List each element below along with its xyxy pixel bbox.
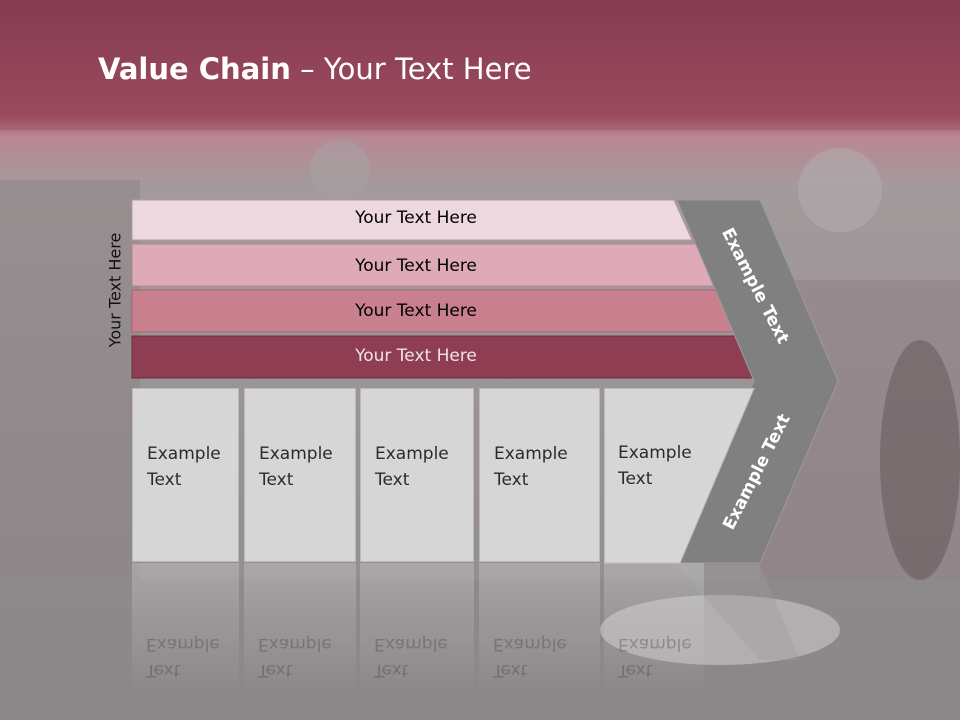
refl-2-line1: Example [258, 634, 332, 654]
chevron-reflection [677, 566, 800, 660]
bar-1-label: Your Text Here [355, 208, 477, 228]
refl-4-line2: Text [493, 660, 528, 680]
title-bold: Value Chain [98, 52, 291, 86]
bar-4-label: Your Text Here [355, 346, 477, 366]
box-3-line1: Example [375, 444, 449, 464]
box-4-line1: Example [494, 444, 568, 464]
box-5-reflection: Text Example [604, 563, 704, 693]
refl-3-line2: Text [374, 660, 409, 680]
box-1-line2: Text [147, 470, 182, 490]
refl-2-line2: Text [258, 660, 293, 680]
refl-1-line2: Text [146, 660, 181, 680]
box-3-line2: Text [375, 470, 410, 490]
page-title: Value Chain – Your Text Here [98, 52, 532, 86]
box-1-line1: Example [147, 444, 221, 464]
box-2-line1: Example [259, 444, 333, 464]
bar-3-label: Your Text Here [355, 301, 477, 321]
box-1-reflection: Text Example [132, 563, 239, 693]
bar-1 [131, 199, 693, 241]
box-4-reflection: Text Example [479, 563, 600, 693]
box-5-line1: Example [618, 443, 692, 463]
refl-1-line1: Example [146, 634, 220, 654]
title-rest: – Your Text Here [290, 52, 532, 86]
bar-2-label: Your Text Here [355, 256, 477, 276]
box-5-line2: Text [618, 469, 653, 489]
refl-3-line1: Example [374, 634, 448, 654]
box-2-line2: Text [259, 470, 294, 490]
refl-4-line1: Example [493, 634, 567, 654]
box-3-reflection: Text Example [360, 563, 474, 693]
refl-5-line1: Example [618, 634, 692, 654]
activity-box-5-shape [604, 388, 755, 564]
refl-5-line2: Text [618, 660, 653, 680]
box-2-reflection: Text Example [244, 563, 356, 693]
box-4-line2: Text [494, 470, 529, 490]
